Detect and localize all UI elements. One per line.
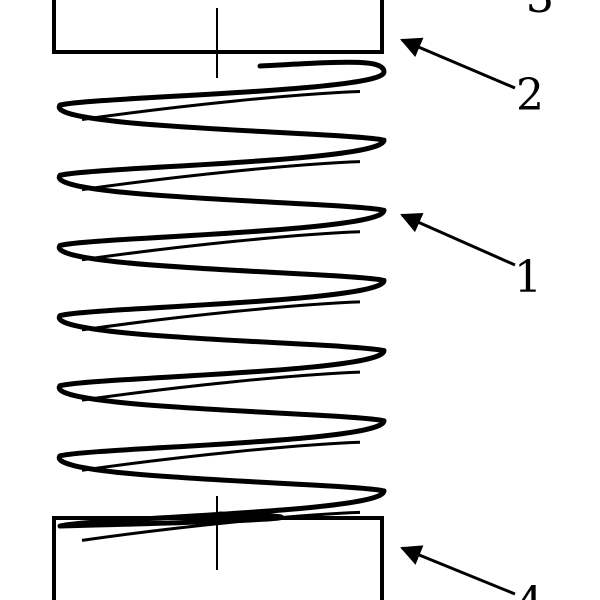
upper-plate	[52, 0, 384, 78]
spring-coil	[57, 59, 387, 542]
label-spring-coil: 1	[514, 252, 542, 303]
spring-coil-back-turn	[81, 440, 361, 472]
arrow-lower-plate	[400, 545, 516, 596]
spring-coil-back-turn	[81, 230, 361, 262]
arrow-spring-coil	[400, 213, 516, 267]
arrow-upper-plate	[400, 37, 516, 90]
spring-coil-back-turn	[81, 510, 361, 542]
spring-coil-wire	[57, 59, 387, 529]
spring-coil-back-turn	[81, 300, 361, 332]
leader-arrows	[400, 37, 516, 596]
label-upper-plate: 2	[516, 70, 544, 121]
spring-coil-back-turn	[81, 370, 361, 402]
lower-plate	[52, 496, 384, 600]
label-top-right: 3	[526, 0, 554, 23]
spring-coil-back-turn	[81, 89, 361, 121]
spring-coil-back-turn	[81, 160, 361, 192]
label-lower-plate: 4	[516, 578, 544, 600]
